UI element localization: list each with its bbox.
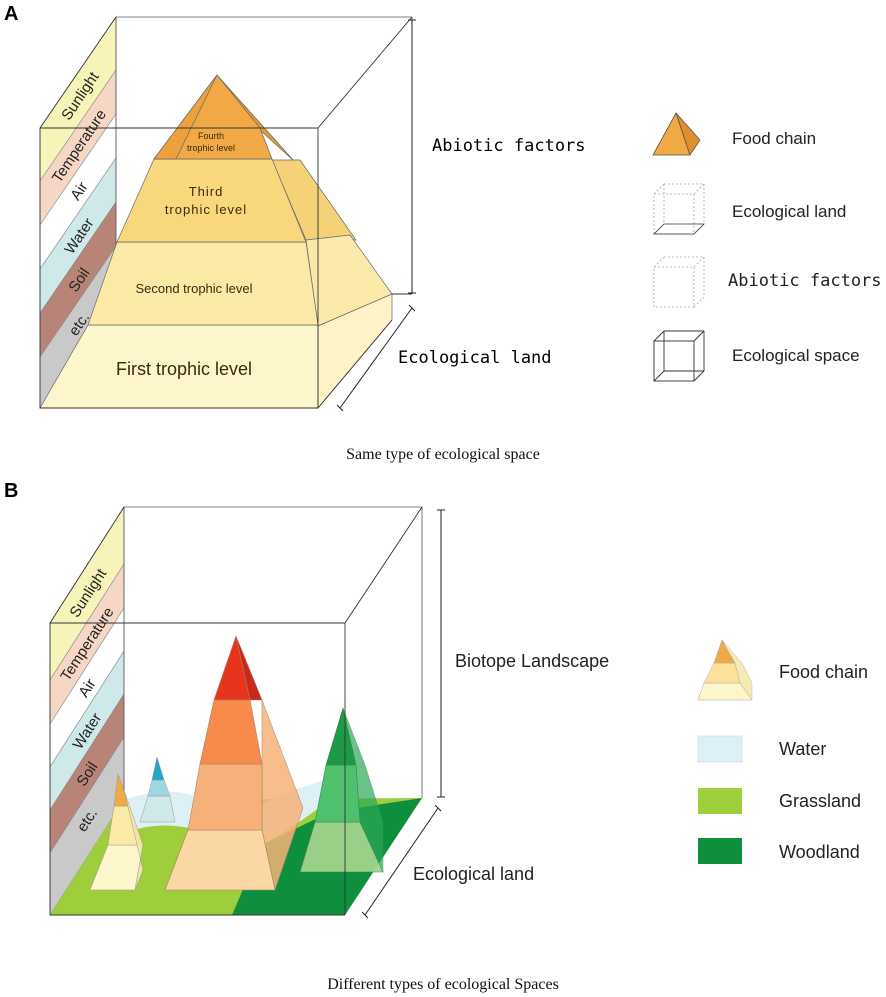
panel-b-factor-strips	[49, 505, 125, 917]
panel-a-caption: Same type of ecological space	[346, 446, 540, 463]
panel-a: A Sunlight Temperature Air Water Soil et…	[4, 3, 882, 463]
panel-b-caption: Different types of ecological Spaces	[327, 976, 559, 993]
legend-a-ecological-land: Ecological land	[732, 202, 846, 221]
panel-b-dimension-lines	[361, 509, 445, 919]
legend-a-food-chain: Food chain	[732, 129, 816, 148]
panel-a-factor-strips	[39, 16, 117, 409]
legend-a-ecological-space: Ecological space	[732, 346, 860, 365]
panel-b-biotope-landscape-label: Biotope Landscape	[455, 651, 609, 671]
panel-a-legend: Food chain Ecological land	[652, 112, 882, 382]
panel-b-letter: B	[4, 480, 18, 502]
panel-b-legend: Food chain Water Grassland Woodland	[697, 639, 868, 864]
panel-a-cube-front	[39, 16, 413, 409]
cube-dotted-icon	[653, 256, 705, 308]
first-level-label: First trophic level	[116, 359, 252, 379]
panel-a-abiotic-factors-label: Abiotic factors	[432, 136, 586, 156]
small-food-chain-pyramid	[89, 773, 144, 891]
woodland-swatch-icon	[698, 838, 742, 864]
grassland-swatch-icon	[698, 788, 742, 814]
legend-b-water: Water	[779, 739, 826, 759]
fourth-level-label-2: trophic level	[187, 143, 235, 153]
panel-a-letter: A	[4, 3, 18, 25]
third-level-label-1: Third	[189, 184, 224, 199]
second-level-label: Second trophic level	[135, 281, 252, 296]
cube-solid-icon	[653, 330, 705, 382]
legend-b-woodland: Woodland	[779, 842, 860, 862]
legend-b-grassland: Grassland	[779, 791, 861, 811]
legend-a-abiotic-factors: Abiotic factors	[728, 271, 882, 291]
panel-a-dimension-lines	[336, 19, 416, 412]
panel-a-pyramid-labels: Fourth trophic level Third trophic level…	[116, 131, 253, 379]
panel-b-ecological-land-label: Ecological land	[413, 864, 534, 884]
panel-b-cube-front	[49, 506, 423, 916]
fourth-level-label-1: Fourth	[198, 131, 224, 141]
legend-b-food-chain: Food chain	[779, 662, 868, 682]
woodland-food-chain-pyramid	[299, 706, 384, 873]
third-level-label-2: trophic level	[165, 202, 247, 217]
panel-a-pyramid	[39, 74, 393, 409]
panel-b: B Sunlight Temperature Air Water Soil et…	[4, 480, 868, 993]
water-swatch-icon	[697, 735, 743, 763]
food-chain-pyramid-icon	[697, 639, 753, 701]
cube-bottom-icon	[653, 183, 705, 235]
panel-b-cube-back	[123, 506, 423, 800]
pyramid-icon	[652, 112, 701, 156]
panel-a-ecological-land-label: Ecological land	[398, 348, 552, 368]
water-food-chain-pyramid	[139, 756, 176, 823]
large-food-chain-pyramid	[164, 634, 304, 892]
